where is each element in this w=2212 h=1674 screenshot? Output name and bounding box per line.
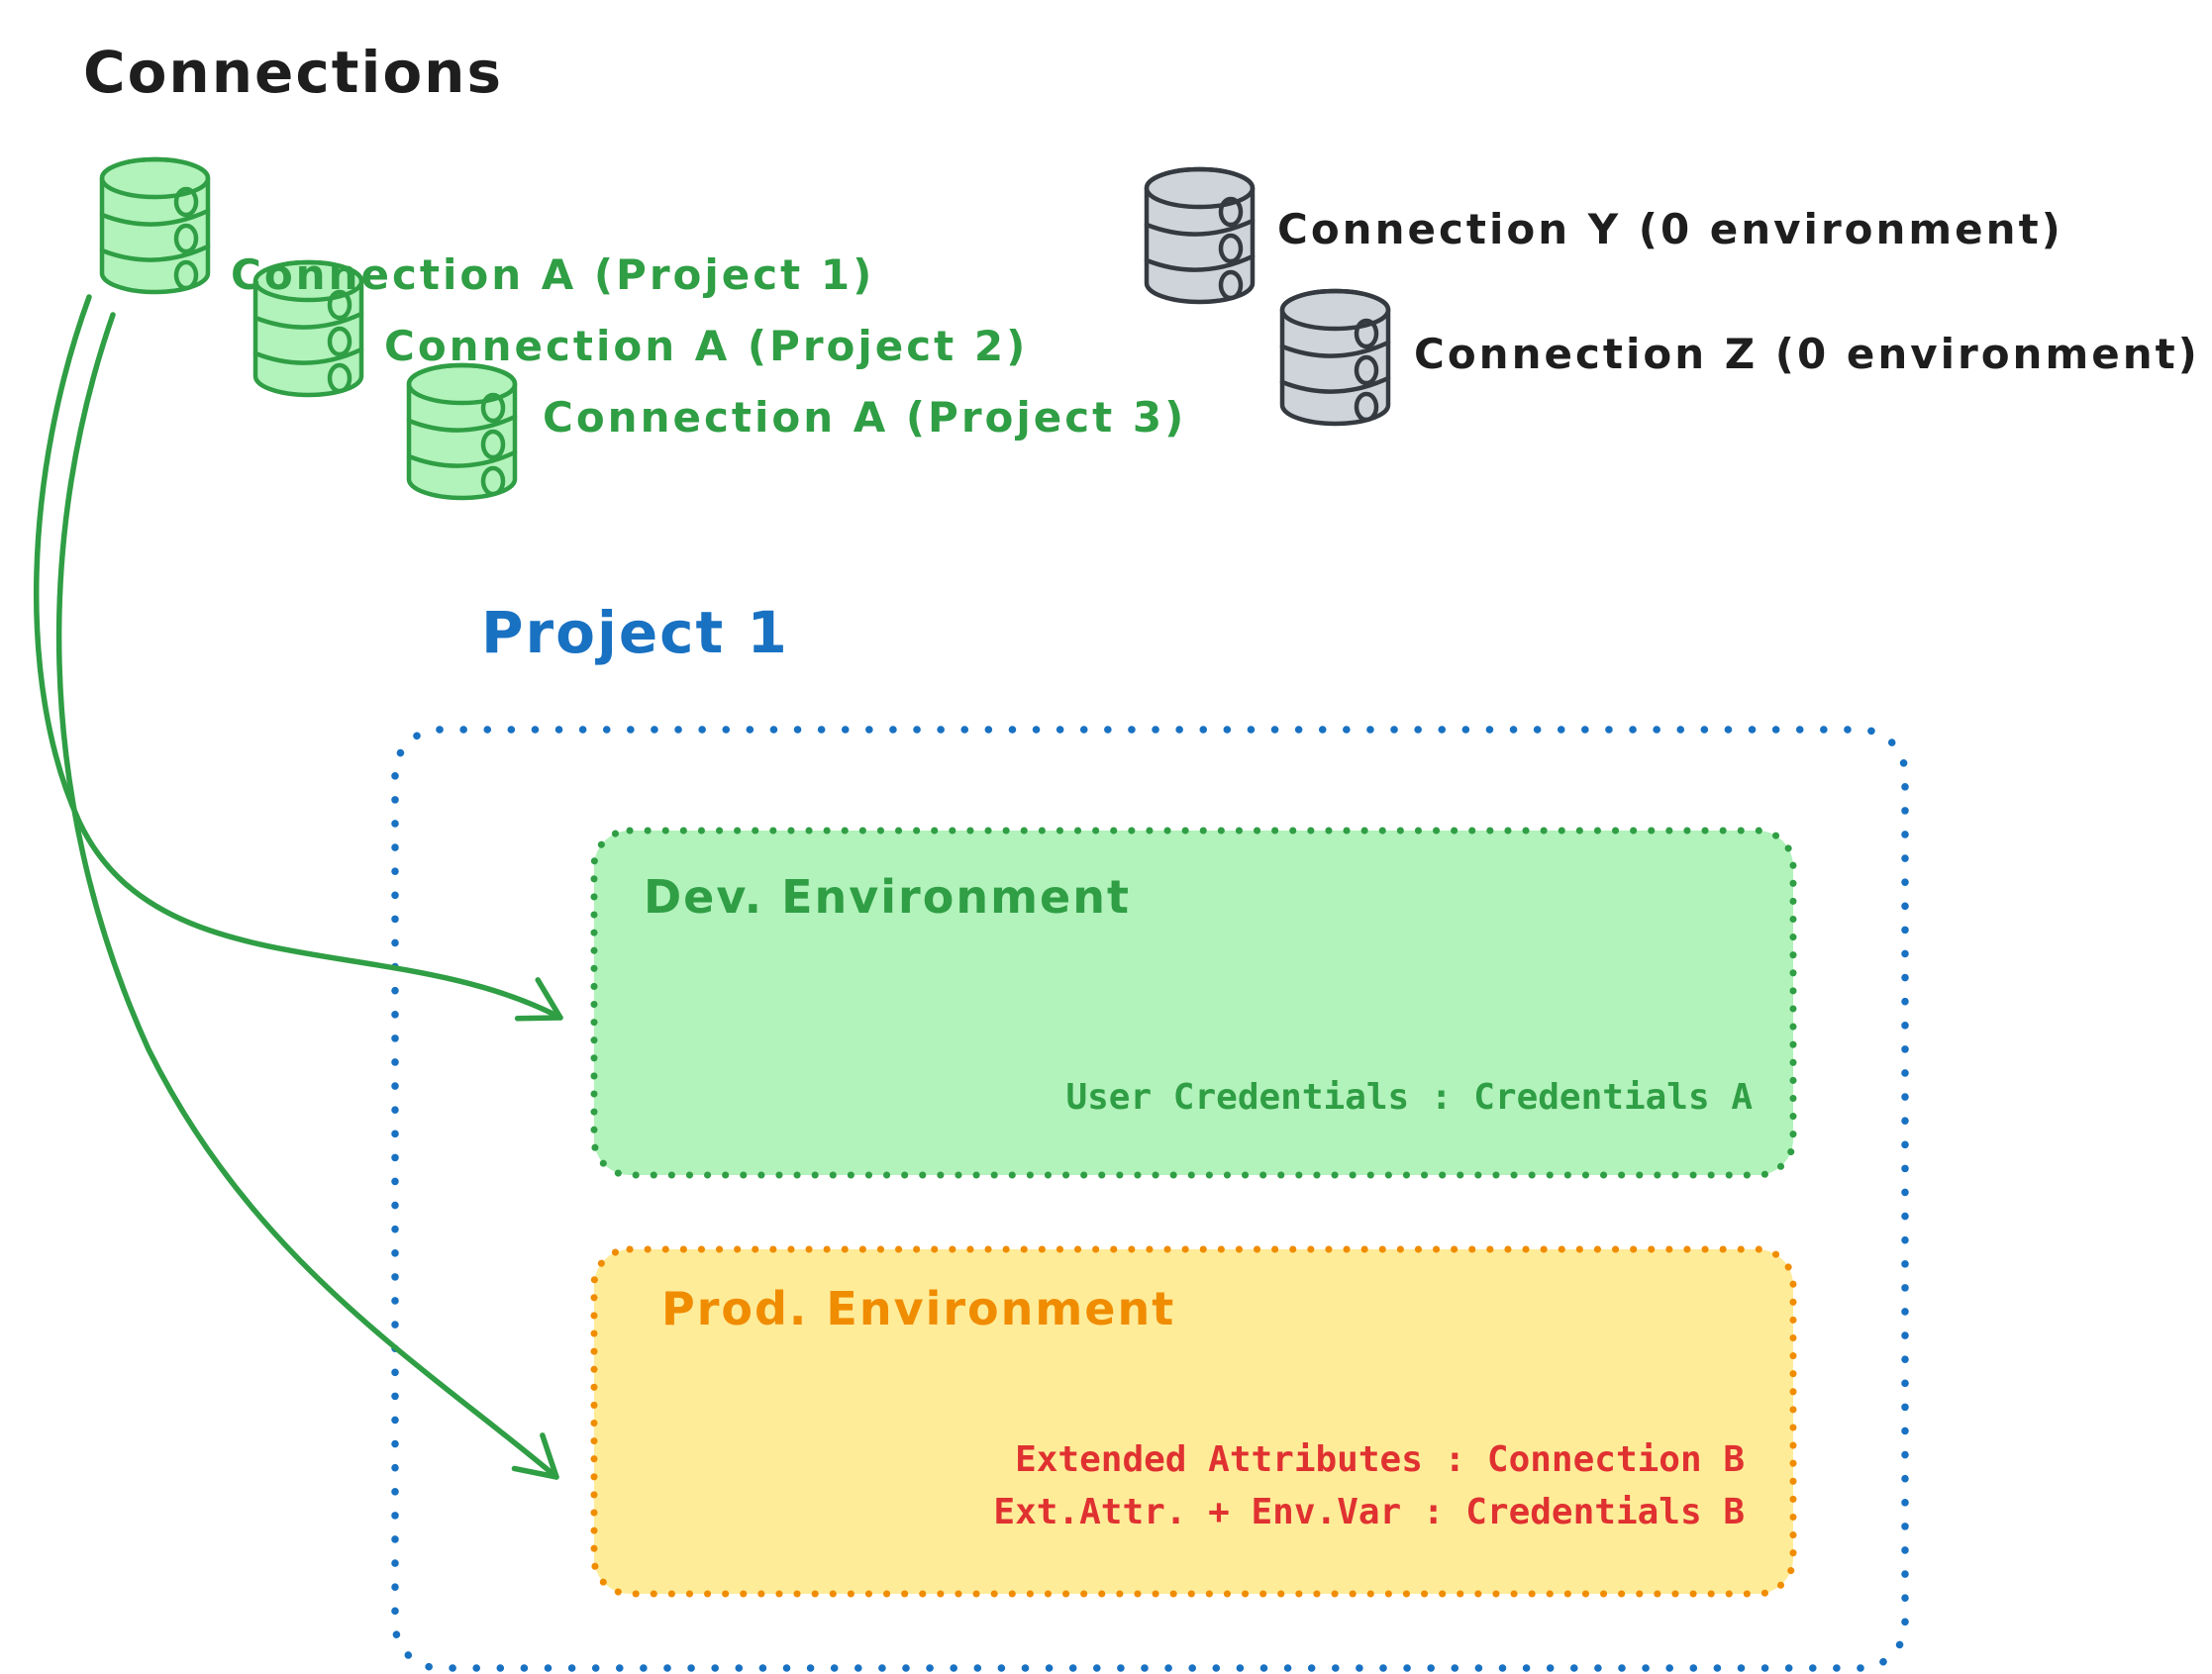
prod-environment-box xyxy=(590,1245,1797,1598)
page-title: Connections xyxy=(83,39,503,106)
connection-a-project-2-label: Connection A (Project 2) xyxy=(384,322,1029,370)
prod-environment-title: Prod. Environment xyxy=(661,1282,1176,1335)
project-1-title: Project 1 xyxy=(481,599,789,666)
prod-mapping-line-1: Extended Attributes : Connection B xyxy=(1015,1439,1745,1480)
database-icon-connection-a-project-3 xyxy=(409,365,515,498)
database-icon-connection-y xyxy=(1147,169,1253,302)
connection-y-label: Connection Y (0 environment) xyxy=(1277,205,2063,253)
database-icon-connection-z xyxy=(1282,291,1388,424)
connection-z-label: Connection Z (0 environment) xyxy=(1414,330,2200,378)
prod-environment-credentials-mapping: Extended Attributes : Connection B Ext.A… xyxy=(993,1433,1745,1538)
dev-environment-title: Dev. Environment xyxy=(644,870,1131,924)
arrow-connection-a-to-prod-environment xyxy=(55,312,559,1480)
connection-a-project-3-label: Connection A (Project 3) xyxy=(543,393,1187,442)
prod-mapping-line-2: Ext.Attr. + Env.Var : Credentials B xyxy=(993,1492,1745,1532)
dev-environment-box xyxy=(590,827,1797,1179)
arrow-connection-a-to-dev-environment xyxy=(33,294,563,1022)
dev-environment-credentials-mapping: User Credentials : Credentials A xyxy=(1065,1077,1753,1118)
connection-a-project-1-label: Connection A (Project 1) xyxy=(231,250,875,299)
database-icon-connection-a-project-1 xyxy=(102,159,208,292)
